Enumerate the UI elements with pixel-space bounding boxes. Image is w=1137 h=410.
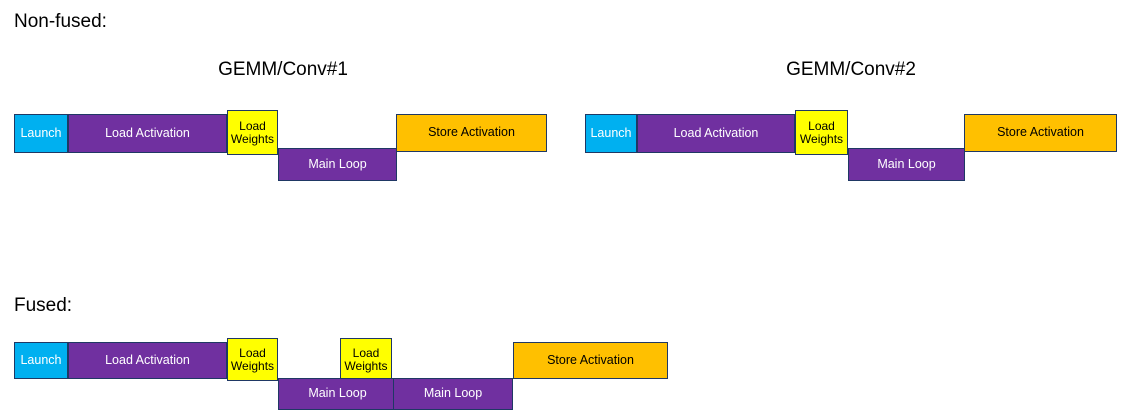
timeline-bar-load-weights: Load Weights	[795, 110, 848, 155]
timeline-bar-store-activation: Store Activation	[513, 342, 668, 379]
timeline-bar-main-loop: Main Loop	[848, 148, 965, 181]
timeline-bar-launch: Launch	[14, 114, 68, 153]
timeline-bar-store-activation: Store Activation	[964, 114, 1117, 152]
timeline-bar-main-loop: Main Loop	[393, 378, 513, 410]
timeline-bar-load-weights: Load Weights	[340, 338, 392, 381]
timeline-bar-store-activation: Store Activation	[396, 114, 547, 152]
timeline-bar-load-weights: Load Weights	[227, 110, 278, 155]
group-title-gemm-conv-1: GEMM/Conv#1	[218, 59, 348, 80]
timeline-bar-main-loop: Main Loop	[278, 378, 397, 410]
timeline-bar-load-activation: Load Activation	[637, 114, 795, 153]
group-title-gemm-conv-2: GEMM/Conv#2	[786, 59, 916, 80]
timeline-bar-load-weights: Load Weights	[227, 338, 278, 381]
timeline-bar-launch: Launch	[14, 342, 68, 379]
timeline-bar-load-activation: Load Activation	[68, 114, 227, 153]
timeline-bar-load-activation: Load Activation	[68, 342, 227, 379]
section-label-fused: Fused:	[14, 295, 73, 316]
timeline-bar-launch: Launch	[585, 114, 637, 153]
section-label-non-fused: Non-fused:	[14, 11, 107, 32]
timeline-bar-main-loop: Main Loop	[278, 148, 397, 181]
